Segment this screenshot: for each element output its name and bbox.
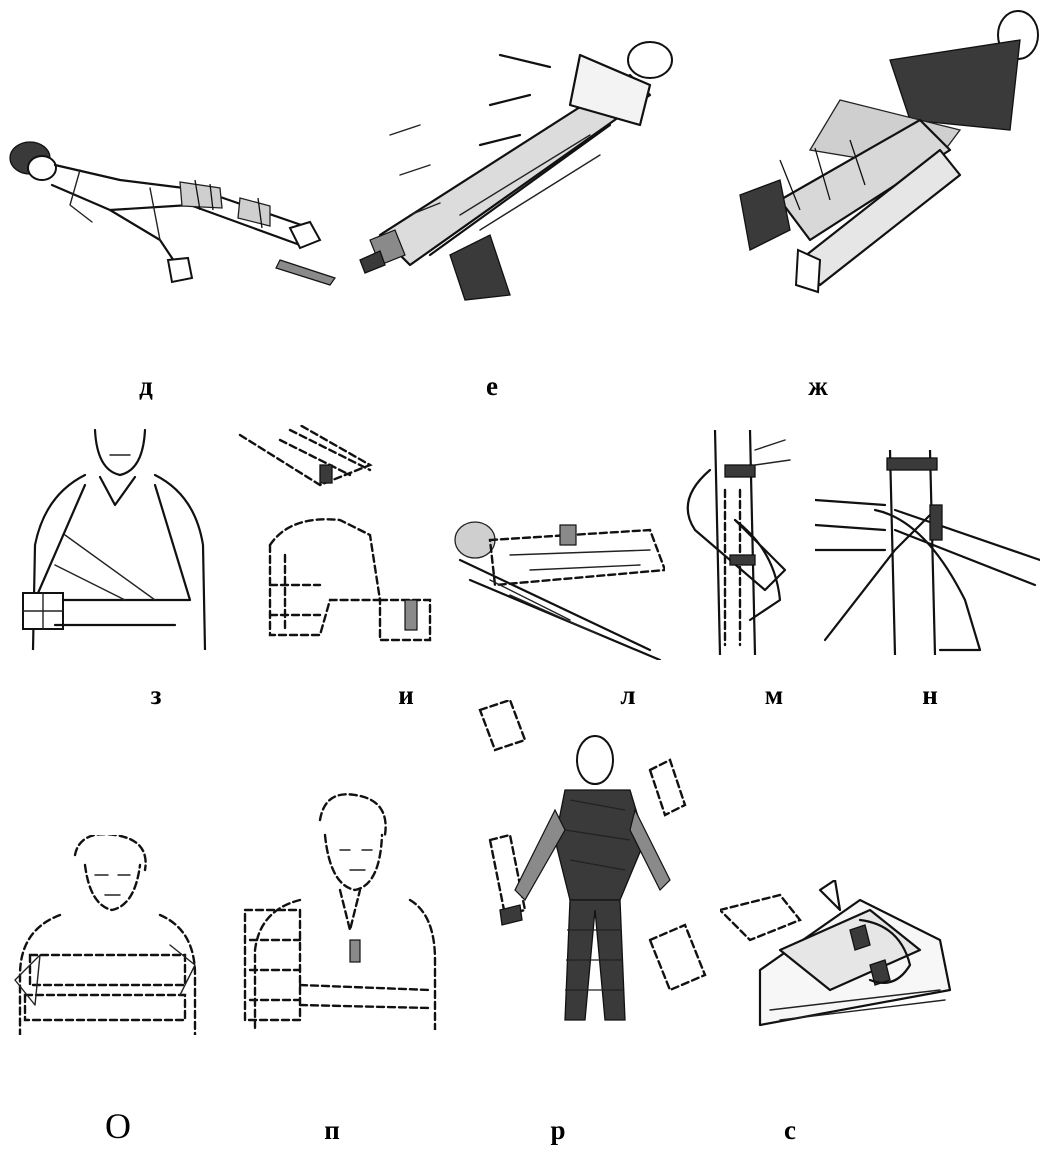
panel-label-o: О (105, 1108, 131, 1144)
panel-label-s: с (784, 1117, 796, 1144)
forearm-strapped-to-plank-illustration (815, 450, 1040, 655)
panel-label-e: е (486, 373, 498, 400)
panel-label-m: м (765, 682, 783, 709)
panel-label-z: з (151, 682, 162, 709)
leg-bandaged-to-board-illustration (0, 110, 340, 310)
legs-bound-together-illustration (720, 0, 1040, 300)
arm-splinted-to-chest-illustration (0, 835, 200, 1035)
full-body-improvised-splints-illustration (470, 700, 720, 1030)
panel-label-i: и (398, 682, 414, 709)
spine-on-board-illustration (450, 500, 665, 660)
lower-leg-wrapped-in-pillow-illustration (720, 880, 960, 1030)
arm-splint-wire-illustration (230, 425, 440, 650)
panel-label-zh: ж (808, 373, 828, 400)
panel-label-d: д (139, 373, 153, 400)
panel-label-r: р (550, 1117, 565, 1144)
forearm-tied-to-plank-illustration (675, 430, 795, 655)
arm-in-sling-illustration (15, 425, 215, 650)
leg-in-long-splint-illustration (350, 15, 690, 305)
panel-label-n: н (922, 682, 938, 709)
forearm-splinted-across-chest-illustration (230, 790, 440, 1030)
panel-label-p: п (324, 1117, 340, 1144)
